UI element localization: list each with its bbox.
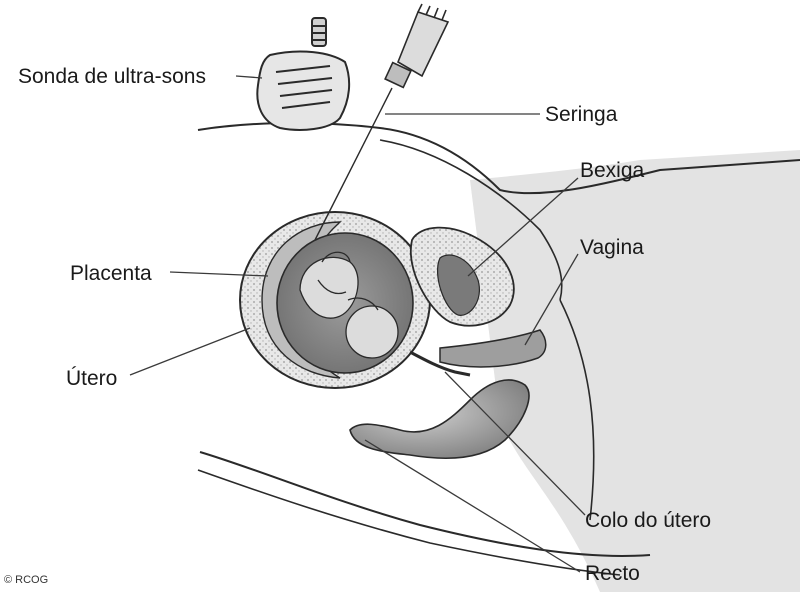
label-probe: Sonda de ultra-sons [18,65,206,88]
vagina-shape [439,329,547,368]
inner-contour [379,139,563,301]
label-syringe: Seringa [545,103,618,126]
lower-contour-2 [197,469,621,576]
label-placenta: Placenta [70,262,152,285]
label-vagina: Vagina [580,236,644,259]
cervix-shape [409,350,471,377]
lower-contour-1 [199,451,651,557]
back-contour [559,299,595,521]
leader-lines [129,75,586,573]
label-cervix: Colo do útero [585,509,712,532]
label-rectum: Recto [585,562,640,585]
copyright-credit: © RCOG [4,574,49,586]
label-bladder: Bexiga [580,159,645,182]
label-uterus: Útero [66,367,118,390]
rectum-shape [349,379,530,460]
fetus [299,251,399,359]
bladder-interior [436,254,480,316]
ultrasound-probe [256,17,351,131]
syringe [314,3,450,241]
